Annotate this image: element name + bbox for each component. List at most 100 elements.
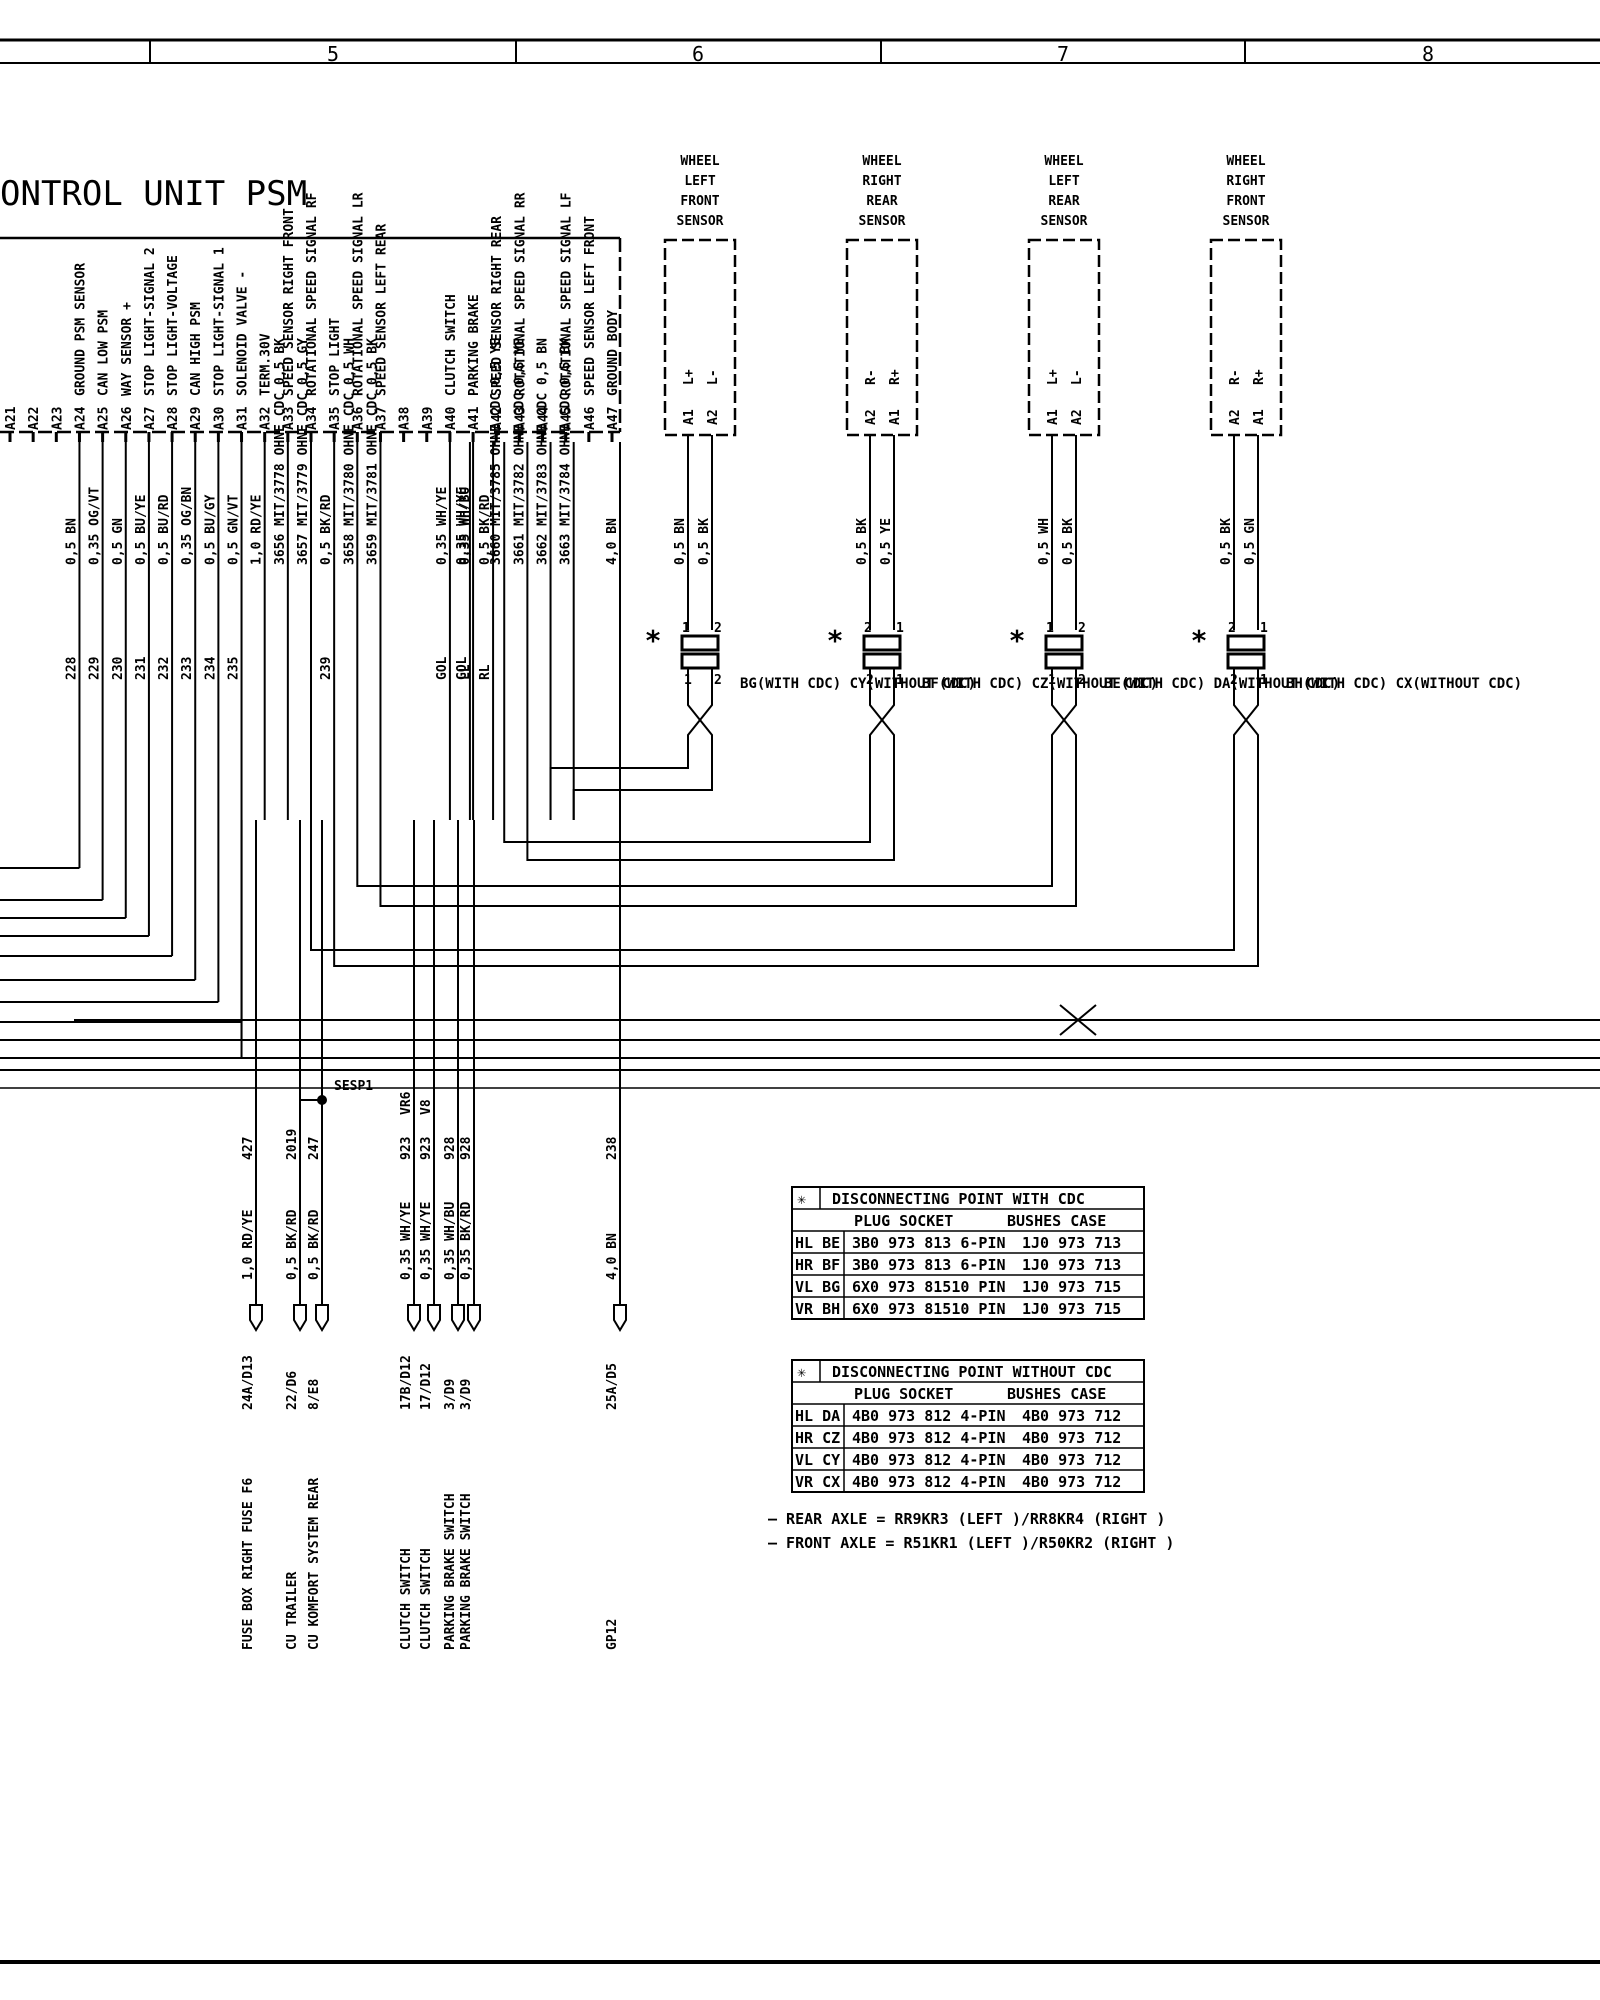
pin-label: STOP LIGHT-SIGNAL 1 xyxy=(212,247,227,396)
wire-color-label: 0,35 WH/YE xyxy=(435,487,450,565)
connector-plug xyxy=(680,634,720,652)
table-cell: 4B0 973 812 4-PIN xyxy=(852,1429,1006,1447)
wire-color-label: 0,5 GN xyxy=(111,518,126,565)
sensor-route xyxy=(310,750,1235,951)
sensor-wire-color: 0,5 WH xyxy=(1037,518,1052,565)
pin-id: A33 xyxy=(282,407,297,430)
pin-label: CAN LOW PSM xyxy=(97,310,112,396)
sensor-pin: A1 xyxy=(682,409,697,425)
table-cell: 4B0 973 712 xyxy=(1022,1451,1121,1469)
lower-wire-color: 0,35 WH/YE xyxy=(419,1202,434,1280)
connector-pin-number: 2 xyxy=(1228,621,1236,636)
table-header: PLUG SOCKET xyxy=(854,1385,953,1403)
lower-wire-ref: 22/D6 xyxy=(285,1371,300,1410)
pin-id: A21 xyxy=(4,406,19,430)
lower-wire-color: 0,35 BK/RD xyxy=(459,1202,474,1280)
connector-socket xyxy=(1044,652,1084,670)
pin-label: ROTATIONAL SPEED SIGNAL RR xyxy=(513,192,528,396)
splice-branch xyxy=(299,1099,322,1300)
wire-harness xyxy=(0,442,1600,1305)
sensor-signal: L+ xyxy=(682,369,697,385)
pin-id: A47 xyxy=(606,407,621,430)
pin-id: A44 xyxy=(537,406,552,430)
pin-label: SPEED SENSOR LEFT REAR xyxy=(374,224,389,396)
wire-color-label: 0,5 BU/GY xyxy=(203,494,218,565)
wire-number-label: GOL xyxy=(455,656,470,680)
twist xyxy=(1233,668,1259,750)
wire-color-label: 3657 MIT/3779 OHNE CDC 0,5 GY xyxy=(296,338,311,565)
sensor-route xyxy=(333,750,1259,967)
table-cell: 4B0 973 812 4-PIN xyxy=(852,1473,1006,1491)
pin-label: CLUTCH SWITCH xyxy=(444,294,459,396)
terminal-icon xyxy=(427,1304,441,1332)
pin-id: A35 xyxy=(328,407,343,430)
pin-id: A40 xyxy=(444,406,459,430)
lower-wire-ref: 3/D9 xyxy=(443,1379,458,1410)
table-cell: 3B0 973 813 6-PIN xyxy=(852,1234,1006,1252)
splice-label: SESP1 xyxy=(334,1079,373,1094)
pin-label: GROUND BODY xyxy=(606,310,621,396)
terminal-icon xyxy=(293,1304,307,1332)
sensor-pin: A1 xyxy=(1046,409,1061,425)
table-cell: HR CZ xyxy=(795,1429,840,1447)
connector-label: BH(WITH CDC) CX(WITHOUT CDC) xyxy=(1286,676,1522,692)
sensor-wire-color: 0,5 BK xyxy=(855,518,870,565)
lower-wire-destination: PARKING BRAKE SWITCH xyxy=(459,1493,474,1650)
lower-wire-number: 928 xyxy=(443,1136,458,1160)
pin-label: STOP LIGHT-VOLTAGE xyxy=(166,255,181,396)
connector-pin-number: 1 xyxy=(896,673,904,688)
pin-id: A41 xyxy=(467,406,482,430)
connector-pin-number: 2 xyxy=(864,621,872,636)
pin-id: A36 xyxy=(351,406,366,430)
table-cell: 4B0 973 712 xyxy=(1022,1473,1121,1491)
wire-color-label: 3660 MIT/3785 OHNE CDC 0,5 YE xyxy=(489,338,504,565)
table-cell: VR BH xyxy=(795,1300,840,1318)
wire-color-label: 0,5 GN/VT xyxy=(227,494,242,565)
terminal-icon xyxy=(451,1304,465,1332)
pin-label: TERM.30V xyxy=(259,333,274,396)
lower-wire-number: 427 xyxy=(241,1137,256,1160)
wire-color-label: 3661 MIT/3782 OHNE CDC 0,5 YE xyxy=(512,338,527,565)
table-header: PLUG SOCKET xyxy=(854,1212,953,1230)
disconnect-star-icon: * xyxy=(1009,624,1026,657)
twist xyxy=(687,668,713,750)
lower-wire-destination: CLUTCH SWITCH xyxy=(419,1548,434,1650)
sensor-box xyxy=(663,238,737,437)
terminal-icon xyxy=(407,1304,421,1332)
pin-id: A42 xyxy=(490,407,505,430)
sensor-wire-color: 0,5 BK xyxy=(1219,518,1234,565)
column-number-7: 7 xyxy=(1057,42,1069,66)
pin-label: ROTATIONAL SPEED SIGNAL RF xyxy=(305,192,320,396)
table-cell: 6X0 973 81510 PIN xyxy=(852,1300,1006,1318)
wire-number-label: 231 xyxy=(134,656,149,680)
lower-wire-ref: 24A/D13 xyxy=(241,1355,256,1410)
lower-wire-color: 0,35 WH/BU xyxy=(443,1202,458,1280)
lower-wire-color: 4,0 BN xyxy=(605,1233,620,1280)
pin-label: SPEED SENSOR RIGHT REAR xyxy=(490,216,505,396)
sensor-box xyxy=(1209,238,1283,437)
connector-pin-number: 1 xyxy=(896,621,904,636)
sensor-signal: L- xyxy=(706,369,721,385)
pin-id: A32 xyxy=(259,407,274,430)
sensor-signal: R+ xyxy=(888,369,903,385)
lower-wire-destination: CU KOMFORT SYSTEM REAR xyxy=(307,1478,322,1650)
sensor-pin: A1 xyxy=(1252,409,1267,425)
lower-wire-number: 928 xyxy=(459,1136,474,1160)
connector-plug xyxy=(1226,634,1266,652)
table-cell: 4B0 973 712 xyxy=(1022,1429,1121,1447)
lower-wire-number: 923 xyxy=(399,1137,414,1160)
disconnect-star-icon: * xyxy=(1191,624,1208,657)
wire-number-label: 233 xyxy=(180,657,195,680)
lower-wire-color: 0,35 WH/YE xyxy=(399,1202,414,1280)
table-cell: HR BF xyxy=(795,1256,840,1274)
pin-id: A26 xyxy=(120,406,135,430)
table-cell: 1J0 973 713 xyxy=(1022,1234,1121,1252)
wire-number-label: LL xyxy=(458,664,473,680)
wire-number-label: GOL xyxy=(435,656,450,680)
wire-color-label: 3656 MIT/3778 OHNE CDC 0,5 BK xyxy=(273,338,288,565)
pin-id: A34 xyxy=(305,406,320,430)
sensor-box xyxy=(845,238,919,437)
